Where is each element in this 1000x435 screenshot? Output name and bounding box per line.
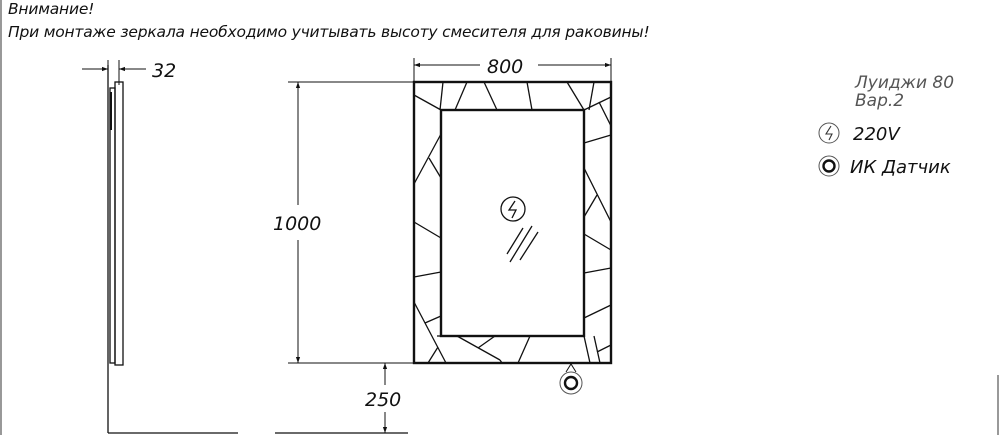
- height-dimension-label: 1000: [273, 213, 321, 235]
- model-variant: Вар.2: [855, 91, 904, 111]
- legend: Луиджи 80 Вар.2 220V ИК Датчик: [818, 73, 954, 178]
- model-name: Луиджи 80: [854, 73, 954, 93]
- height-dimension: [288, 81, 414, 364]
- ir-sensor-icon: [563, 375, 579, 391]
- notice-text: При монтаже зеркала необходимо учитывать…: [8, 23, 650, 41]
- sensor-label: ИК Датчик: [850, 157, 951, 178]
- side-profile-view: [82, 60, 146, 433]
- floor-offset-label: 250: [365, 389, 401, 411]
- width-dimension-label: 800: [487, 56, 523, 78]
- front-view-mirror: [412, 80, 613, 395]
- ir-sensor-circle-icon: [818, 155, 840, 177]
- width-dimension: [413, 58, 612, 82]
- power-label: 220V: [853, 124, 901, 145]
- notice-title: Внимание!: [8, 0, 95, 18]
- lightning-circle-icon: [818, 122, 840, 144]
- depth-dimension-label: 32: [152, 60, 176, 82]
- power-lightning-icon: [500, 196, 526, 222]
